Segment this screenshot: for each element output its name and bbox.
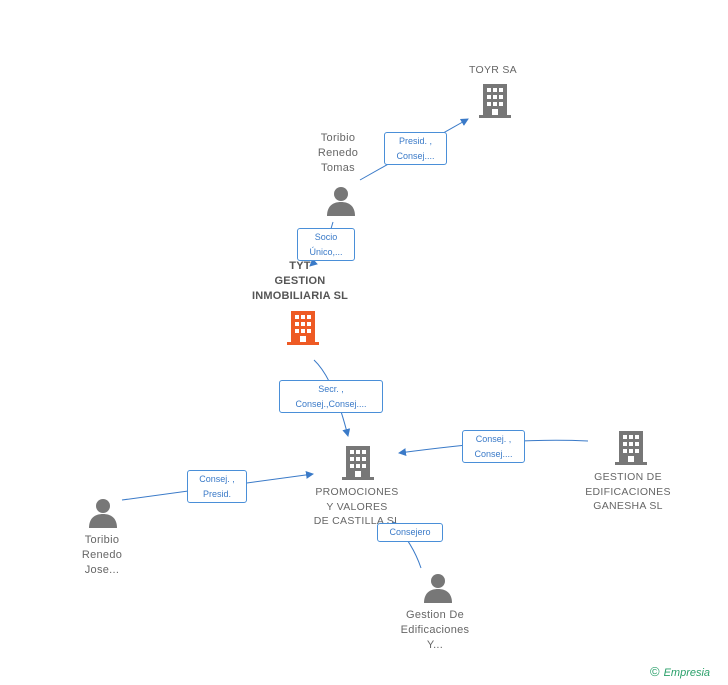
brand-name: Empresia	[663, 667, 711, 679]
node-label-line: Renedo	[317, 147, 359, 159]
brand-watermark: ©Empresia	[650, 664, 710, 679]
node-label-line: Edificaciones	[400, 624, 470, 636]
edge-label-socio-unico[interactable]: Socio Único,...	[297, 228, 355, 261]
node-label-line: Renedo	[81, 549, 123, 561]
node-label-line: INMOBILIARIA SL	[251, 290, 349, 302]
edge-label-line: Consejero	[389, 527, 431, 537]
edge-label-line: Consej. ,	[199, 474, 235, 484]
edge-label-consejero[interactable]: Consejero	[377, 523, 443, 542]
node-label-line: GESTION	[274, 275, 326, 287]
edge-label-line: Secr. ,	[318, 384, 344, 394]
copyright-symbol: ©	[650, 664, 660, 679]
node-label-line: GANESHA SL	[593, 500, 663, 512]
node-label-toyr[interactable]: TOYR SA	[433, 63, 553, 78]
node-label-gestion-y[interactable]: Gestion De Edificaciones Y...	[380, 608, 490, 653]
edge-label-line: Consej....	[396, 150, 435, 161]
gestion-y-person-icon[interactable]	[423, 573, 453, 608]
edge-label-line: Consej. ,	[475, 434, 512, 444]
edge-label-line: Único,...	[309, 246, 343, 257]
promociones-building-icon[interactable]	[342, 446, 374, 485]
node-label-line: TOYR SA	[468, 64, 517, 76]
node-label-line: TYT	[289, 260, 311, 272]
edge-label-consej-presid[interactable]: Consej. , Presid.	[187, 470, 247, 503]
node-label-line: Gestion De	[405, 609, 465, 621]
node-label-line: Jose...	[84, 564, 120, 576]
edge-label-line: Consej.,Consej....	[295, 398, 367, 409]
edge-label-line: Consej....	[474, 448, 513, 459]
edge-label-secr[interactable]: Secr. , Consej.,Consej....	[279, 380, 383, 413]
ganesha-building-icon[interactable]	[615, 431, 647, 470]
node-label-line: EDIFICACIONES	[585, 485, 671, 498]
node-label-line: GESTION DE	[594, 471, 662, 483]
edge-label-consej-ganesha[interactable]: Consej. , Consej....	[462, 430, 525, 463]
toribio-jose-person-icon[interactable]	[88, 498, 118, 533]
tyt-building-icon[interactable]	[287, 311, 319, 350]
edge-label-line: Presid. ,	[398, 136, 432, 146]
node-label-line: Toribio	[84, 534, 120, 546]
edge-label-line: Socio	[314, 232, 338, 242]
node-label-line: Toribio	[320, 132, 356, 144]
node-label-tyt[interactable]: TYT GESTION INMOBILIARIA SL	[240, 259, 360, 304]
edge-label-presid-toyr[interactable]: Presid. , Consej....	[384, 132, 447, 165]
node-label-promociones[interactable]: PROMOCIONES Y VALORES DE CASTILLA SL	[298, 485, 416, 529]
edge-label-line: Presid.	[202, 488, 231, 499]
node-label-line: Y...	[426, 639, 444, 651]
node-label-line: Y VALORES	[326, 500, 388, 513]
node-label-ganesha[interactable]: GESTION DE EDIFICACIONES GANESHA SL	[572, 470, 684, 514]
toribio-tomas-person-icon[interactable]	[326, 186, 356, 221]
node-label-toribio-tomas[interactable]: Toribio Renedo Tomas	[292, 131, 384, 176]
node-label-toribio-jose[interactable]: Toribio Renedo Jose...	[60, 533, 144, 578]
toyr-building-icon[interactable]	[479, 84, 511, 123]
node-label-line: PROMOCIONES	[315, 486, 399, 498]
node-label-line: Tomas	[321, 162, 355, 174]
